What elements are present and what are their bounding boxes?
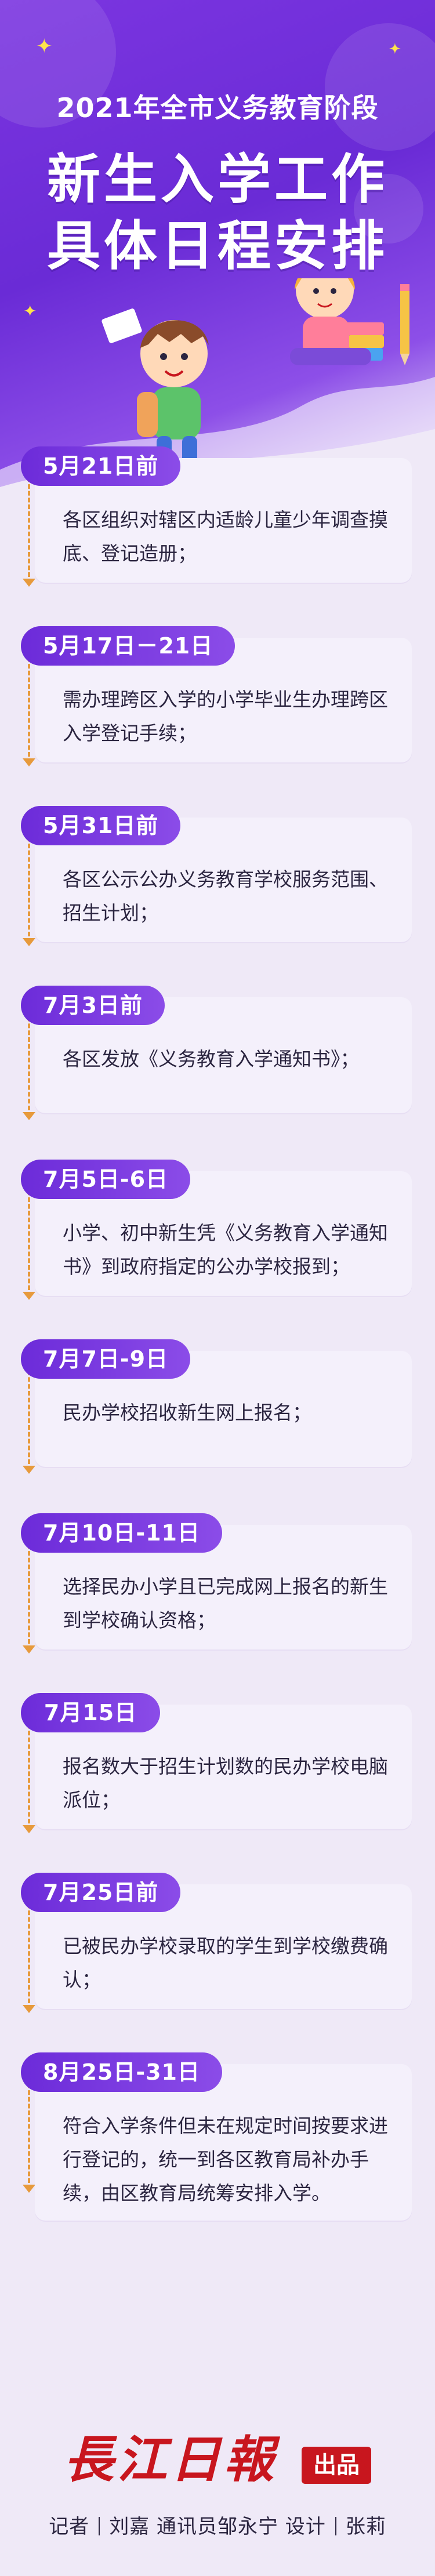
publisher-logo: 長江日報 bbox=[64, 2430, 277, 2489]
timeline-description: 已被民办学校录取的学生到学校缴费确认； bbox=[63, 1935, 388, 1991]
timeline-connector bbox=[28, 1357, 30, 1464]
timeline-item: 8月25日-31日 符合入学条件但未在规定时间按要求进行登记的，统一到各区教育局… bbox=[21, 2052, 412, 2221]
timeline-description: 选择民办小学且已完成网上报名的新生到学校确认资格； bbox=[63, 1575, 388, 1632]
timeline-date-badge: 7月5日-6日 bbox=[21, 1160, 191, 1199]
timeline-date-badge: 7月7日-9日 bbox=[21, 1339, 191, 1379]
timeline-connector bbox=[28, 1710, 30, 1823]
publisher-stamp: 出品 bbox=[302, 2447, 371, 2484]
arrow-down-icon bbox=[23, 1645, 35, 1654]
sparkle-icon: ✦ bbox=[23, 301, 37, 321]
credit-names: 刘嘉 通讯员邹永宁 设计 bbox=[109, 2515, 326, 2538]
pencil-icon bbox=[400, 284, 409, 365]
decor-bubble bbox=[354, 174, 423, 244]
timeline-item: 7月15日 报名数大于招生计划数的民办学校电脑派位； bbox=[21, 1693, 412, 1829]
credit-label: 记者 bbox=[49, 2515, 90, 2538]
timeline-item: 7月7日-9日 民办学校招收新生网上报名； bbox=[21, 1339, 412, 1467]
arrow-down-icon bbox=[23, 938, 35, 946]
arrow-down-icon bbox=[23, 2005, 35, 2013]
page-title-line-1: 新生入学工作 bbox=[46, 148, 388, 210]
arrow-down-icon bbox=[23, 1292, 35, 1300]
arrow-down-icon bbox=[23, 1466, 35, 1474]
timeline-description: 小学、初中新生凭《义务教育入学通知书》到政府指定的公办学校报到； bbox=[63, 1222, 388, 1278]
timeline-item: 7月25日前 已被民办学校录取的学生到学校缴费确认； bbox=[21, 1873, 412, 2009]
timeline-date-badge: 5月17日－21日 bbox=[21, 626, 235, 666]
sparkle-icon: ✦ bbox=[36, 35, 53, 58]
timeline-date-badge: 7月3日前 bbox=[21, 986, 165, 1025]
timeline-description: 符合入学条件但未在规定时间按要求进行登记的，统一到各区教育局补办手续，由区教育局… bbox=[63, 2114, 388, 2204]
timeline-connector bbox=[28, 2070, 30, 2183]
sparkle-icon: ✦ bbox=[389, 41, 401, 58]
timeline-description: 民办学校招收新生网上报名； bbox=[63, 1401, 311, 1424]
timeline-description: 各区组织对辖区内适龄儿童少年调查摸底、登记造册； bbox=[63, 508, 388, 565]
arrow-down-icon bbox=[23, 1112, 35, 1120]
timeline-description: 需办理跨区入学的小学毕业生办理跨区入学登记手续； bbox=[63, 688, 388, 744]
timeline-connector bbox=[28, 1177, 30, 1290]
credit-designer: 张莉 bbox=[345, 2515, 386, 2538]
timeline-date-badge: 7月10日-11日 bbox=[21, 1513, 222, 1553]
girl-character bbox=[290, 278, 371, 365]
timeline-connector bbox=[28, 1003, 30, 1110]
timeline-item: 7月10日-11日 选择民办小学且已完成网上报名的新生到学校确认资格； bbox=[21, 1513, 412, 1649]
divider bbox=[335, 2517, 336, 2535]
timeline-date-badge: 7月15日 bbox=[21, 1693, 160, 1732]
timeline-item: 5月21日前 各区组织对辖区内适龄儿童少年调查摸底、登记造册； bbox=[21, 446, 412, 583]
divider bbox=[99, 2517, 100, 2535]
timeline-connector bbox=[28, 464, 30, 577]
boy-character bbox=[102, 308, 209, 477]
arrow-down-icon bbox=[23, 579, 35, 587]
timeline-connector bbox=[28, 1531, 30, 1644]
page-subtitle: 2021年全市义务教育阶段 bbox=[56, 92, 379, 123]
timeline-item: 5月17日－21日 需办理跨区入学的小学毕业生办理跨区入学登记手续； bbox=[21, 626, 412, 762]
timeline-description: 各区公示公办义务教育学校服务范围、招生计划； bbox=[63, 868, 388, 924]
timeline-connector bbox=[28, 1890, 30, 2003]
timeline-item: 7月3日前 各区发放《义务教育入学通知书》； bbox=[21, 986, 412, 1113]
timeline-description: 报名数大于招生计划数的民办学校电脑派位； bbox=[63, 1755, 388, 1811]
timeline-item: 7月5日-6日 小学、初中新生凭《义务教育入学通知书》到政府指定的公办学校报到； bbox=[21, 1160, 412, 1296]
arrow-down-icon bbox=[23, 758, 35, 766]
credits-line: 记者刘嘉 通讯员邹永宁 设计张莉 bbox=[0, 2510, 435, 2539]
arrow-down-icon bbox=[23, 1825, 35, 1833]
timeline-date-badge: 8月25日-31日 bbox=[21, 2052, 222, 2092]
timeline-date-badge: 5月31日前 bbox=[21, 806, 181, 845]
decor-bubble bbox=[325, 23, 435, 151]
arrow-down-icon bbox=[23, 2185, 35, 2193]
timeline-item: 5月31日前 各区公示公办义务教育学校服务范围、招生计划； bbox=[21, 806, 412, 942]
hero-banner: ✦ ✦ ✦ 2021年全市义务教育阶段 新生入学工作 具体日程安排 bbox=[0, 0, 435, 499]
timeline-date-badge: 5月21日前 bbox=[21, 446, 181, 486]
timeline-date-badge: 7月25日前 bbox=[21, 1873, 181, 1912]
timeline-connector bbox=[28, 644, 30, 757]
timeline-connector bbox=[28, 823, 30, 936]
timeline-description: 各区发放《义务教育入学通知书》； bbox=[63, 1048, 360, 1070]
page-title-line-2: 具体日程安排 bbox=[46, 215, 388, 277]
footer: 長江日報 出品 记者刘嘉 通讯员邹永宁 设计张莉 bbox=[0, 2424, 435, 2576]
